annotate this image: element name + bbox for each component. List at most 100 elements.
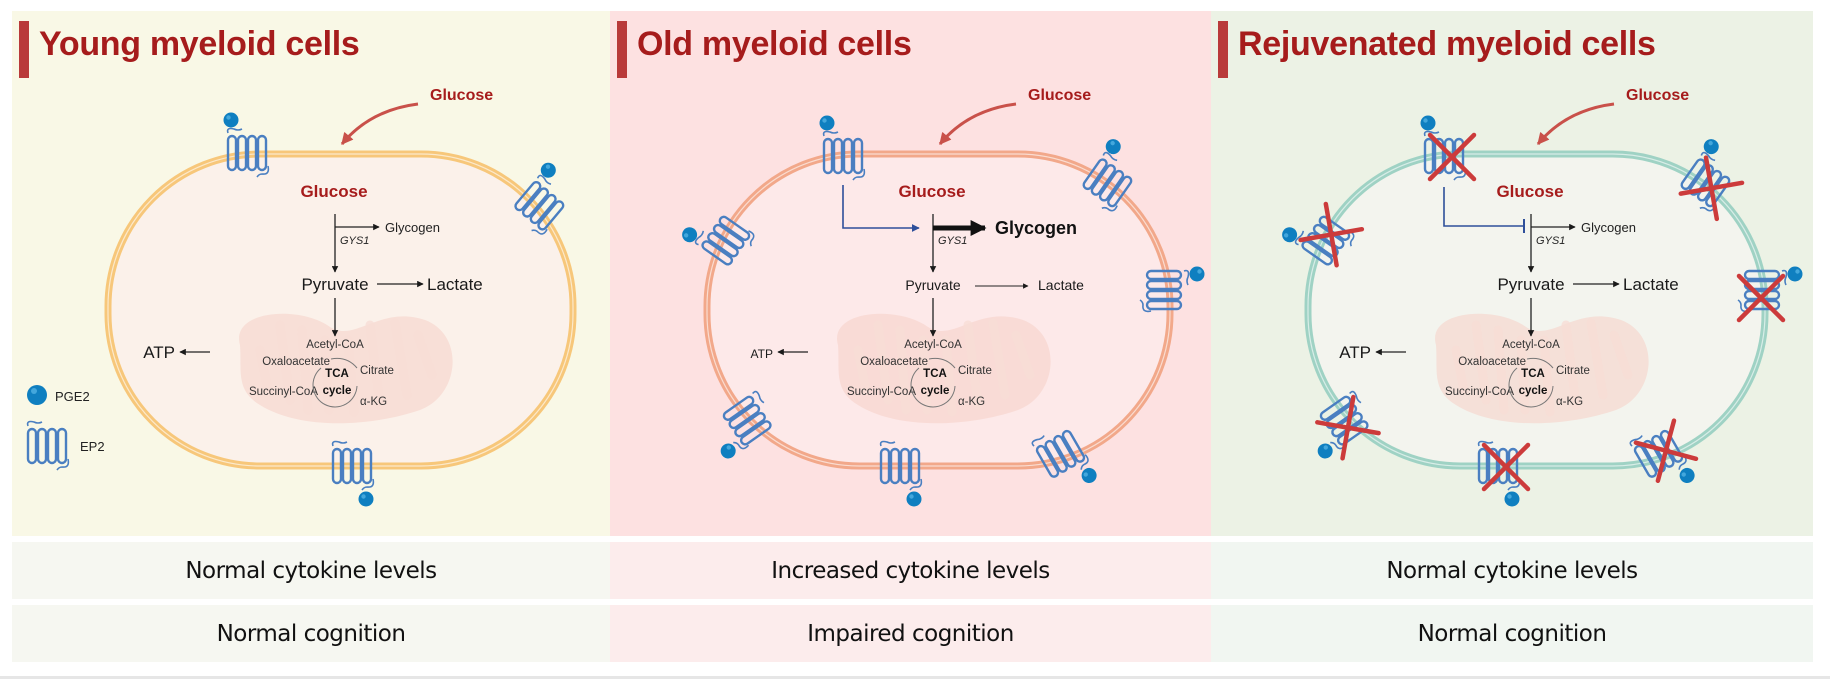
tca-label: TCA	[1521, 368, 1545, 380]
ep2-receptor-icon	[720, 390, 772, 459]
receptor-helix	[236, 134, 248, 172]
outcome-cognition-rejuvenated: Normal cognition	[1211, 605, 1813, 662]
receptor-tail	[1080, 454, 1089, 470]
citrate-label: Citrate	[958, 365, 992, 377]
receptor-helix	[46, 427, 58, 465]
ep2-receptor-icon	[1139, 266, 1205, 313]
pge2-molecule-icon	[1787, 266, 1803, 282]
ep2-receptor-icon	[1282, 201, 1365, 268]
block-cross-icon	[1481, 442, 1531, 492]
ep2-receptor-icon	[879, 440, 923, 507]
receptor-helix	[701, 240, 734, 266]
block-cross-icon	[1678, 180, 1745, 196]
pge2-molecule-icon	[1282, 227, 1298, 243]
gys1-enzyme-label: GYS1	[340, 235, 369, 247]
alpha-kg-label: α-KG	[1556, 396, 1583, 408]
pge2-highlight	[1197, 269, 1202, 274]
ep2-receptor-icon	[819, 115, 866, 181]
receptor-helix	[56, 427, 68, 465]
pge2-molecule-icon	[1189, 266, 1205, 282]
panel-title-old: Old myeloid cells	[637, 25, 912, 63]
receptor-helix	[1145, 279, 1183, 291]
pge2-molecule-icon	[540, 162, 556, 178]
cytokine-text: Normal cytokine levels	[185, 557, 437, 584]
ep2-receptor-icon	[1477, 440, 1531, 507]
legend-label-ep2: EP2	[80, 439, 105, 454]
receptor-helix	[26, 427, 38, 465]
alpha-kg-label: α-KG	[958, 396, 985, 408]
pge2-molecule-icon	[1679, 467, 1695, 483]
pge2-highlight	[1708, 140, 1713, 146]
glucose-uptake-arrow	[938, 102, 1017, 145]
external-glucose-label: Glucose	[1028, 87, 1091, 104]
cognition-text: Impaired cognition	[807, 620, 1014, 647]
receptor-helix	[1477, 447, 1489, 485]
pge2-highlight	[1323, 445, 1328, 450]
receptor-helix	[36, 427, 48, 465]
receptor-tail	[879, 440, 896, 447]
receptor-helix	[529, 193, 557, 225]
receptor-tail	[331, 440, 348, 447]
receptor-tail	[1629, 435, 1643, 447]
lactate-label: Lactate	[1623, 275, 1679, 294]
receptor-helix	[1061, 429, 1086, 463]
receptor-helix	[879, 447, 891, 485]
receptor-helix	[889, 447, 901, 485]
alpha-kg-label: α-KG	[360, 396, 387, 408]
receptor-tail	[1477, 440, 1494, 447]
pge2-highlight	[1507, 494, 1512, 499]
receptor-helix	[1044, 439, 1068, 473]
oxaloacetate-label: Oxaloacetate	[1458, 356, 1526, 368]
block-cross-icon	[1315, 420, 1381, 436]
tca-cycle-arc	[910, 367, 956, 408]
receptor-helix	[707, 232, 739, 258]
pge2-highlight	[1681, 472, 1686, 477]
receptor-helix	[1319, 395, 1352, 421]
mitochondrion-cristae	[1451, 318, 1633, 417]
ep2-inhibition-line	[1443, 187, 1524, 227]
ep2-receptor-icon	[223, 112, 270, 178]
receptor-helix	[1090, 164, 1116, 196]
receptor-helix	[909, 447, 921, 485]
oxaloacetate-label: Oxaloacetate	[262, 356, 330, 368]
mitochondrion-cristae	[853, 318, 1035, 417]
receptor-helix	[832, 137, 844, 175]
receptor-helix	[739, 420, 772, 446]
tca-label: TCA	[325, 368, 349, 380]
internal-glucose-label: Glucose	[300, 182, 367, 201]
succinyl-coa-label: Succinyl-CoA	[1445, 386, 1514, 398]
glucose-uptake-arrow	[340, 102, 419, 145]
block-cross-icon	[1655, 418, 1677, 484]
tca-cycle-arc	[1508, 367, 1554, 408]
internal-glucose-label: Glucose	[1496, 182, 1563, 201]
mitochondrion-icon	[239, 313, 453, 424]
ep2-receptor-icon	[1315, 390, 1381, 461]
ep2-receptor-icon	[1082, 139, 1133, 212]
pyruvate-label: Pyruvate	[1497, 275, 1564, 294]
lactate-label: Lactate	[1038, 277, 1084, 293]
pge2-highlight	[1083, 472, 1088, 477]
receptor-helix	[1035, 444, 1060, 478]
atp-label: ATP	[143, 343, 175, 362]
gys1-enzyme-label: GYS1	[1536, 235, 1565, 247]
acetyl-coa-label: Acetyl-CoA	[1502, 339, 1560, 351]
outcome-cytokine-young: Normal cytokine levels	[12, 542, 610, 599]
mitochondrion-icon	[1435, 313, 1649, 424]
receptor-helix	[331, 447, 343, 485]
pge2-molecule-icon	[819, 115, 835, 131]
receptor-helix	[852, 137, 864, 175]
external-glucose-label: Glucose	[430, 87, 493, 104]
ep2-receptor-icon	[1420, 115, 1477, 182]
receptor-helix	[341, 447, 353, 485]
cognition-text: Normal cognition	[1417, 620, 1607, 647]
ep2-receptor-icon	[1031, 429, 1097, 483]
lactate-label: Lactate	[427, 275, 483, 294]
glucose-uptake-arrow	[1536, 102, 1615, 145]
pge2-molecule-icon	[223, 112, 239, 128]
pge2-highlight	[1795, 269, 1800, 274]
pge2-molecule-icon	[27, 385, 47, 405]
